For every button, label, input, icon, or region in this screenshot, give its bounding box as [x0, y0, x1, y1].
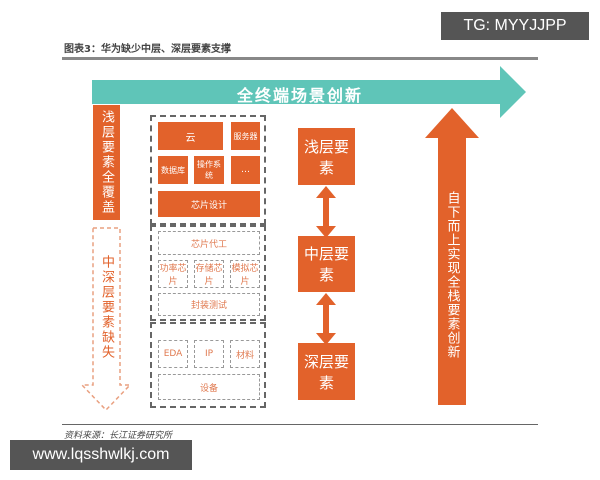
left-dashed-arrow [80, 227, 132, 412]
top-arrow-shape [92, 66, 526, 118]
item-cloud: 云 [158, 122, 223, 150]
deep-group [150, 322, 266, 408]
double-arrow-2 [316, 293, 336, 345]
item-analog-chip: 模拟芯片 [230, 260, 260, 288]
item-server: 服务器 [231, 122, 260, 150]
item-more: … [231, 156, 260, 184]
source-note: 资料来源：长江证券研究所 [64, 431, 173, 441]
item-eda: EDA [158, 340, 188, 368]
item-database: 数据库 [158, 156, 188, 184]
watermark-top: TG: MYYJJPP [441, 12, 589, 40]
right-arrow-shape [425, 108, 479, 405]
item-equipment: 设备 [158, 374, 260, 400]
figure-title: 图表3：华为缺少中层、深层要素支撑 [64, 44, 231, 55]
title-rule [62, 57, 538, 60]
shallow-group [150, 115, 266, 225]
watermark-bottom: www.lqsshwlkj.com [10, 440, 192, 470]
item-chip-design: 芯片设计 [158, 191, 260, 217]
item-foundry: 芯片代工 [158, 231, 260, 255]
layer-deep: 深层要素 [298, 343, 355, 400]
mid-group [150, 225, 266, 321]
item-memory-chip: 存储芯片 [194, 260, 224, 288]
item-ip: IP [194, 340, 224, 368]
layer-shallow: 浅层要素 [298, 128, 355, 185]
item-materials: 材料 [230, 340, 260, 368]
right-arrow-label: 自下而上实现全栈要素创新 [444, 191, 460, 359]
item-os: 操作系统 [194, 156, 224, 184]
top-arrow-label: 全终端场景创新 [236, 86, 363, 105]
left-top-bar: 浅层要素全覆盖 [93, 105, 120, 220]
layer-middle: 中层要素 [298, 236, 355, 292]
left-bottom-label: 中深层要素缺失 [99, 254, 114, 360]
item-packaging: 封装测试 [158, 293, 260, 316]
item-power-chip: 功率芯片 [158, 260, 188, 288]
bottom-rule [62, 424, 538, 425]
double-arrow-1 [316, 186, 336, 238]
